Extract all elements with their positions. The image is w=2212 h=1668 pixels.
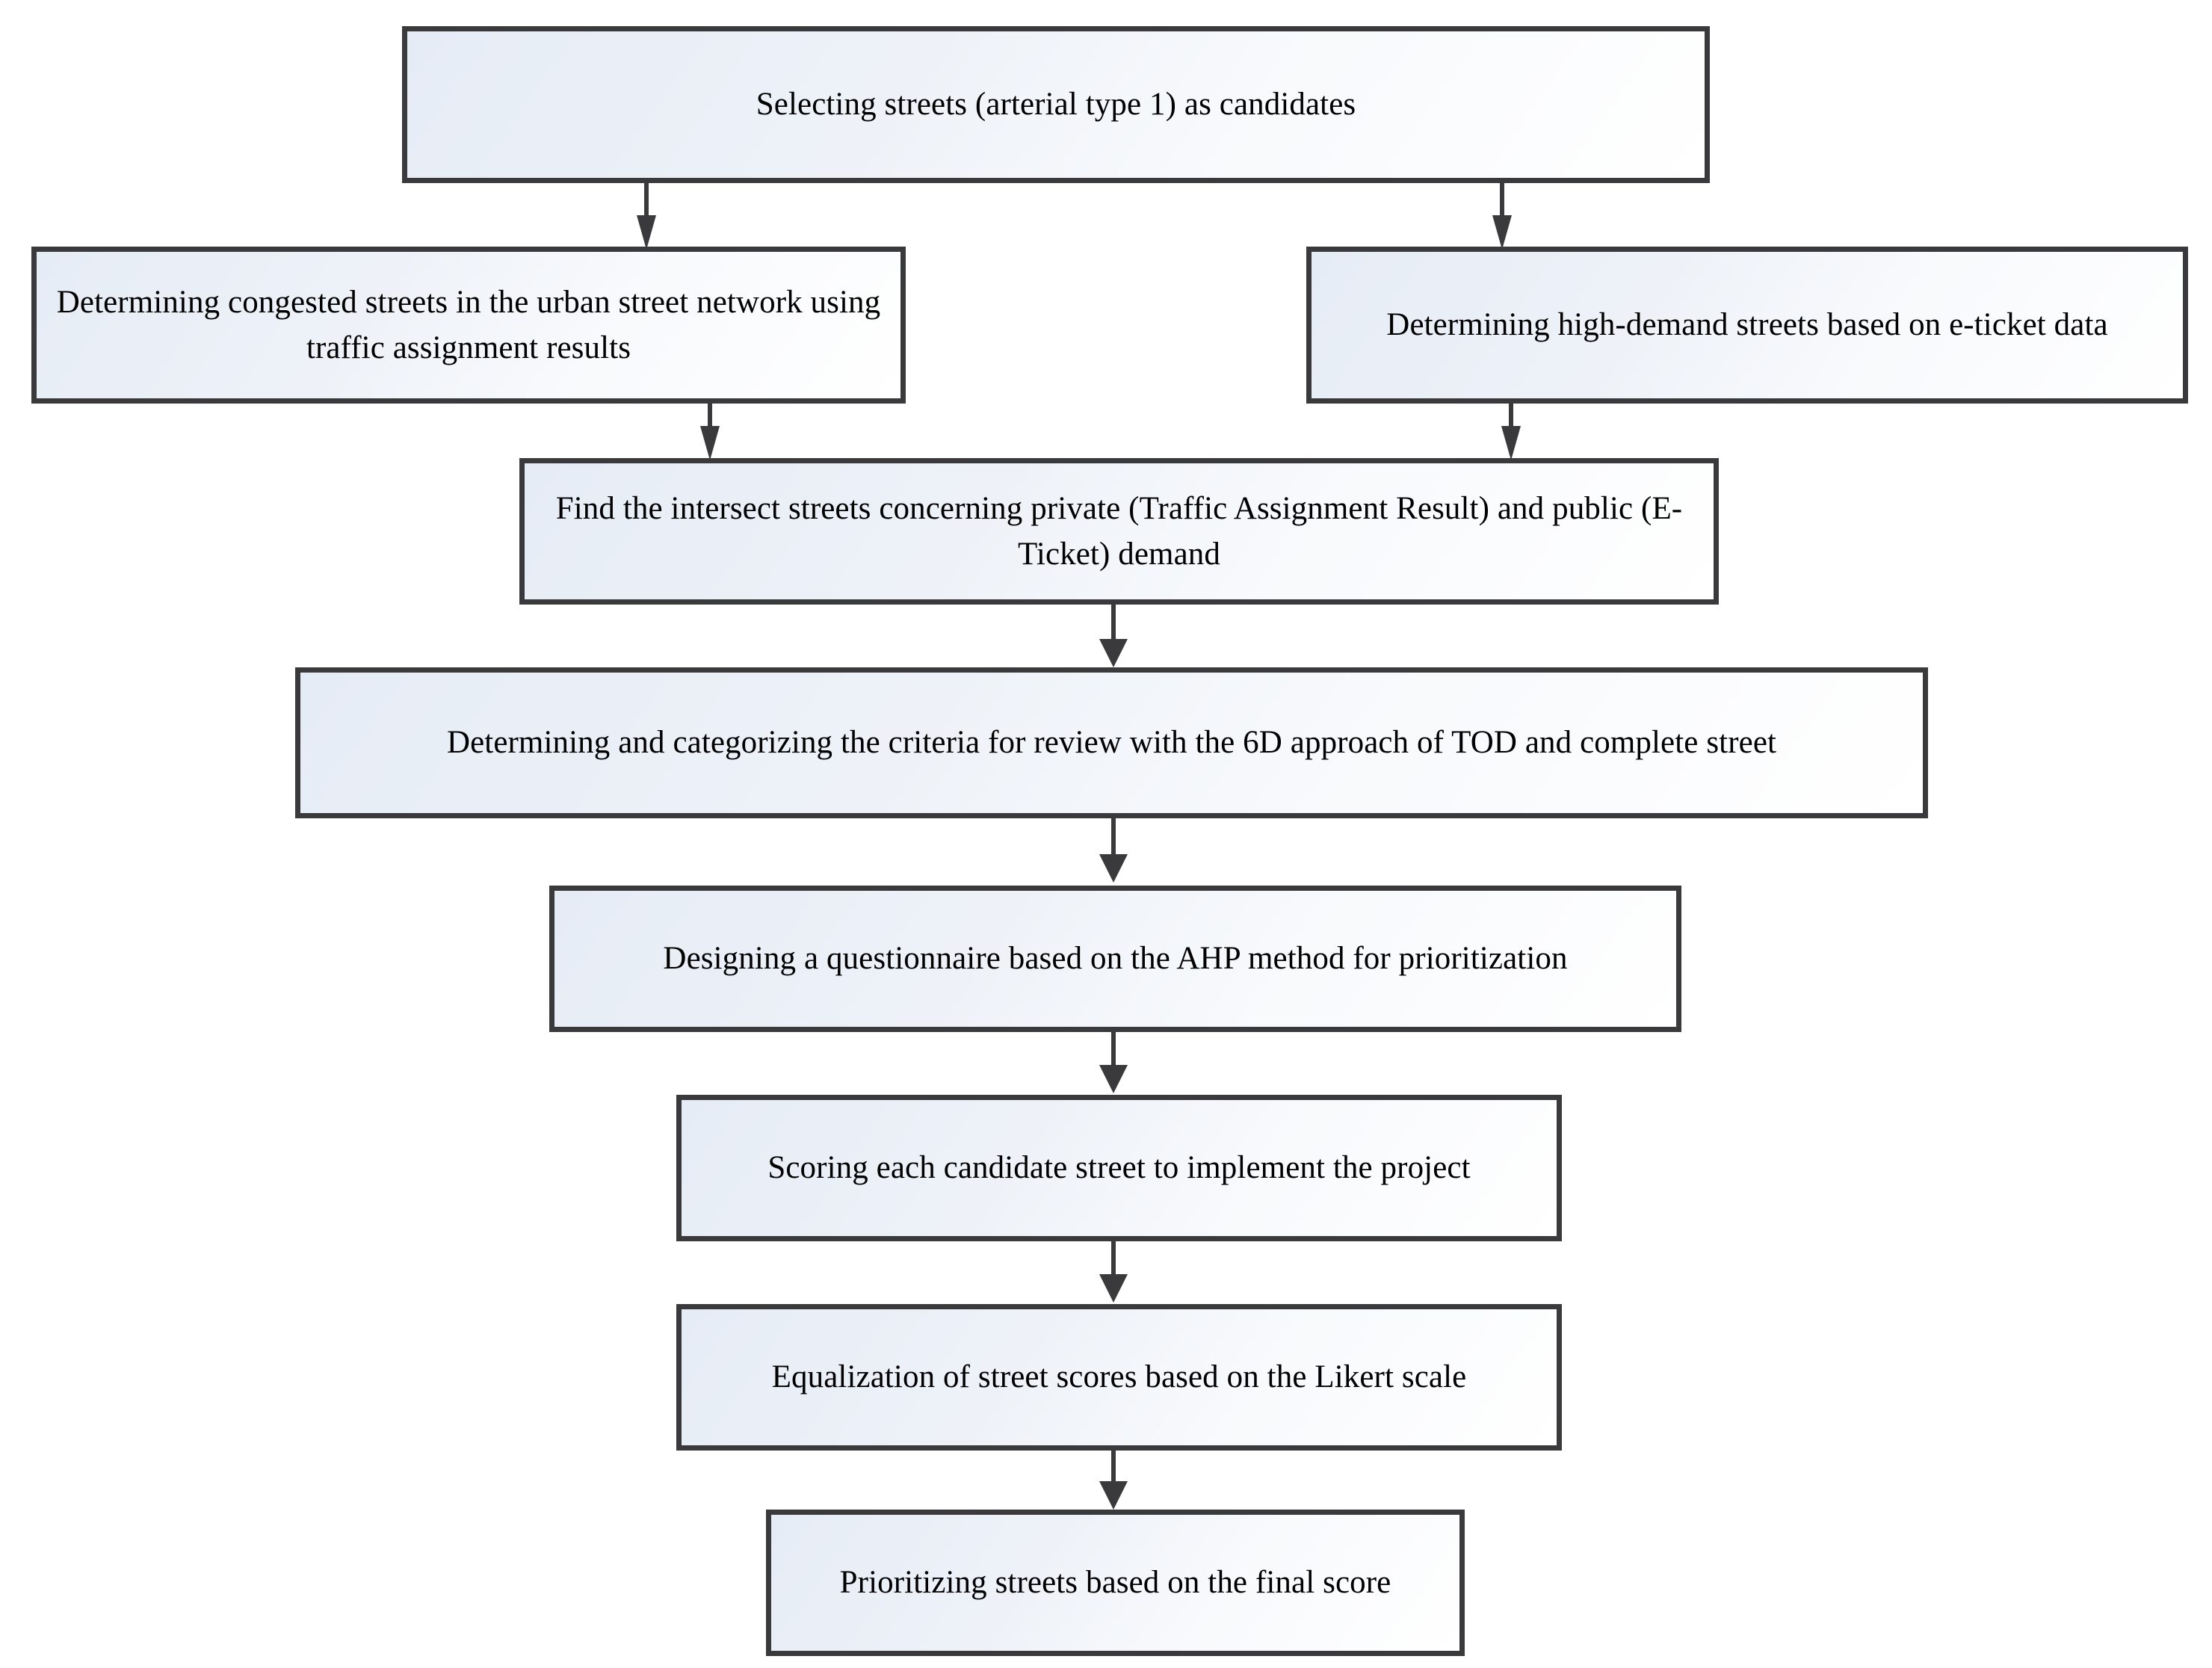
- flow-node-equalization-street-scores[interactable]: Equalization of street scores based on t…: [676, 1304, 1562, 1451]
- flow-node-label: Determining congested streets in the urb…: [56, 284, 881, 365]
- connector-arrowhead-n5-n6: [1099, 854, 1128, 883]
- flow-node-selecting-streets[interactable]: Selecting streets (arterial type 1) as c…: [402, 26, 1710, 183]
- flow-node-determining-high-demand-streets[interactable]: Determining high-demand streets based on…: [1306, 247, 2188, 404]
- connector-line-n8-n9: [1111, 1451, 1116, 1484]
- flow-node-label: Prioritizing streets based on the final …: [839, 1565, 1391, 1601]
- connector-arrowhead-n8-n9: [1099, 1481, 1128, 1510]
- connector-line-n5-n6: [1111, 818, 1116, 857]
- connector-line-n7-n8: [1111, 1241, 1116, 1277]
- flow-node-scoring-candidate-streets[interactable]: Scoring each candidate street to impleme…: [676, 1095, 1562, 1241]
- connector-arrowhead-n3-n4: [1501, 426, 1521, 460]
- flow-node-determining-categorizing-criteria[interactable]: Determining and categorizing the criteri…: [295, 667, 1928, 818]
- connector-arrowhead-n7-n8: [1099, 1274, 1128, 1303]
- flow-node-designing-questionnaire[interactable]: Designing a questionnaire based on the A…: [549, 886, 1681, 1032]
- connector-arrowhead-n1-n3: [1492, 215, 1512, 250]
- flow-node-determining-congested-streets[interactable]: Determining congested streets in the urb…: [31, 247, 906, 404]
- flow-node-label: Designing a questionnaire based on the A…: [663, 941, 1568, 977]
- flow-node-label: Determining and categorizing the criteri…: [446, 725, 1777, 761]
- flow-node-find-intersect-streets[interactable]: Find the intersect streets concerning pr…: [519, 458, 1719, 605]
- connector-line-n3-n4: [1509, 404, 1513, 432]
- flow-node-prioritizing-streets[interactable]: Prioritizing streets based on the final …: [766, 1510, 1465, 1656]
- flow-node-label: Equalization of street scores based on t…: [771, 1359, 1467, 1395]
- connector-line-n6-n7: [1111, 1032, 1116, 1068]
- flow-node-label: Determining high-demand streets based on…: [1386, 307, 2108, 343]
- connector-arrowhead-n6-n7: [1099, 1065, 1128, 1093]
- connector-line-n4-n5: [1111, 605, 1116, 642]
- flow-node-label: Find the intersect streets concerning pr…: [555, 490, 1683, 572]
- flow-node-label: Selecting streets (arterial type 1) as c…: [756, 87, 1356, 123]
- connector-line-n1-n2: [644, 183, 649, 226]
- connector-line-n2-n4: [708, 404, 712, 432]
- flow-node-label: Scoring each candidate street to impleme…: [767, 1150, 1471, 1186]
- connector-arrowhead-n4-n5: [1099, 639, 1128, 667]
- connector-arrowhead-n1-n2: [637, 215, 656, 250]
- connector-arrowhead-n2-n4: [700, 426, 720, 460]
- connector-line-n1-n3: [1500, 183, 1504, 226]
